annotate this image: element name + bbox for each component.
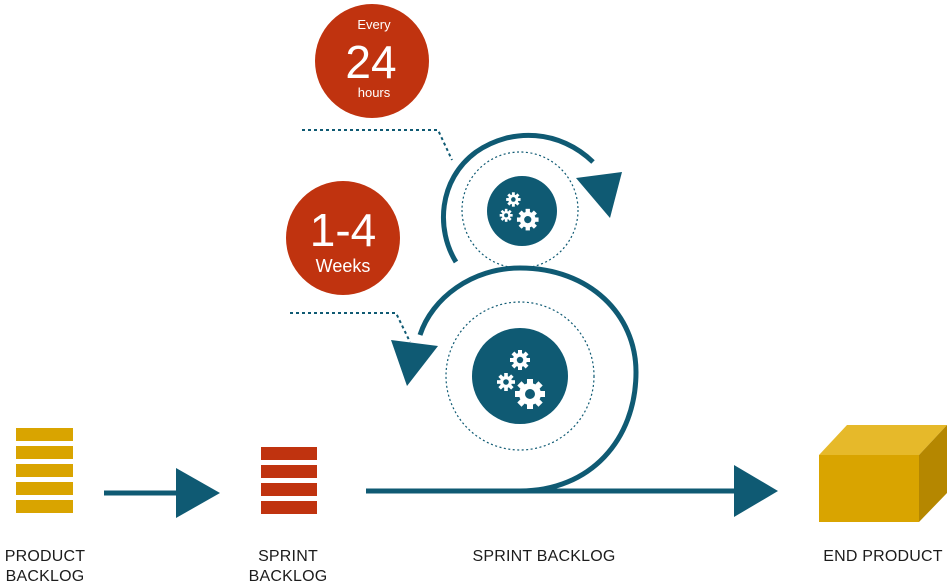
daily-leader-line: [302, 129, 453, 161]
sprint-flow-path: [366, 265, 742, 494]
badge-hours-text: hours: [358, 85, 391, 100]
gears-icon: [499, 192, 539, 231]
sprint-backlog-label-line1: SPRINT: [258, 548, 318, 565]
end-product-label: END PRODUCT: [823, 548, 943, 565]
badge-every-text: Every: [357, 17, 391, 32]
sprint-backlog-main-label: SPRINT BACKLOG: [473, 548, 616, 565]
daily-cycle-badge: Every 24 hours: [315, 4, 429, 118]
product-backlog-label-line1: PRODUCT: [5, 548, 86, 565]
backlog-item: [16, 464, 73, 477]
sprint-cycle-badge: 1-4 Weeks: [286, 181, 400, 295]
box-icon: [819, 425, 947, 522]
product-backlog-stack: [16, 428, 73, 513]
sprint-loop-arrowhead: [391, 340, 438, 386]
sprint-leader-line: [290, 312, 411, 343]
sprint-dotted-ring: [445, 301, 595, 451]
sprint-backlog-label-line2: BACKLOG: [249, 568, 328, 584]
sprint-item: [261, 483, 317, 496]
daily-dotted-ring: [461, 151, 579, 269]
sprint-item: [261, 501, 317, 514]
badge-1-4-text: 1-4: [310, 204, 376, 256]
gears-icon: [497, 350, 545, 409]
sprint-backlog-stack: [261, 447, 317, 514]
badge-24-text: 24: [345, 36, 396, 88]
backlog-item: [16, 500, 73, 513]
daily-loop-arrowhead: [576, 172, 622, 218]
sprint-gear-disc: [472, 328, 568, 424]
product-backlog-label-line2: BACKLOG: [6, 568, 85, 584]
arrow-to-sprint-backlog: [104, 468, 220, 518]
daily-loop-path: [440, 132, 595, 264]
sprint-item: [261, 465, 317, 478]
backlog-item: [16, 428, 73, 441]
arrow-to-end-product: [734, 465, 778, 517]
backlog-item: [16, 446, 73, 459]
badge-weeks-text: Weeks: [316, 256, 371, 276]
backlog-item: [16, 482, 73, 495]
sprint-item: [261, 447, 317, 460]
